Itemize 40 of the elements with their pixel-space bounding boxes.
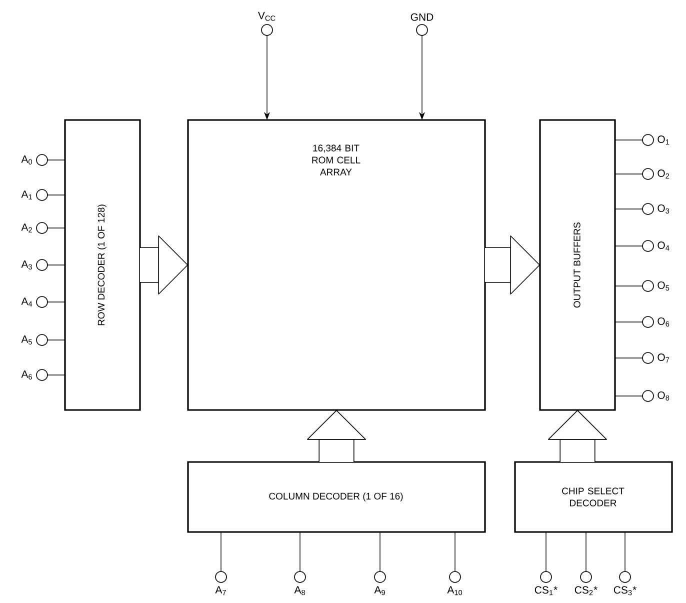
pin-label: A$_{0}$ bbox=[21, 156, 32, 164]
pin-label: A$_{3}$ bbox=[21, 260, 32, 270]
pin-label: A$_{8}$ bbox=[294, 586, 305, 596]
hollow-arrow bbox=[485, 236, 540, 295]
pin-label: O$_{1}$ bbox=[658, 136, 670, 144]
hollow-arrow bbox=[548, 410, 607, 462]
pin-label: O$_{8}$ bbox=[658, 392, 670, 401]
pin-label: O$_{3}$ bbox=[658, 204, 670, 214]
pin-label: V$_{CC}$ bbox=[258, 12, 276, 21]
pin-label: GND bbox=[410, 13, 434, 21]
hollow-arrow bbox=[140, 236, 188, 295]
pin-line bbox=[220, 532, 222, 572]
pin-label: O$_{6}$ bbox=[658, 318, 670, 327]
pin-label: O$_{2}$ bbox=[658, 170, 670, 178]
pin-label: A$_{5}$ bbox=[21, 336, 32, 344]
pin-label: A$_{7}$ bbox=[215, 586, 226, 596]
pin-line bbox=[454, 532, 456, 572]
block-box: 16,384 BIT ROM CELL ARRAY bbox=[187, 119, 486, 411]
pin-label: CS$_{2}$* bbox=[574, 586, 598, 596]
pin-label: A$_{6}$ bbox=[21, 370, 32, 380]
block-box: COLUMN DECODER (1 OF 16) bbox=[187, 461, 486, 533]
block-box: OUTPUT BUFFERS bbox=[539, 119, 616, 411]
pin-label: A$_{2}$ bbox=[21, 224, 32, 232]
pin-label: A$_{1}$ bbox=[21, 190, 32, 200]
pin-label: A$_{9}$ bbox=[374, 586, 385, 596]
hollow-arrow bbox=[307, 410, 366, 462]
pin-label: A$_{4}$ bbox=[21, 298, 32, 306]
pin-label: CS$_{1}$* bbox=[534, 586, 558, 596]
pin-line bbox=[624, 532, 626, 572]
block-box: ROW DECODER (1 OF 128) bbox=[64, 119, 141, 411]
pin-label: O$_{7}$ bbox=[658, 354, 670, 362]
pin-line bbox=[47, 194, 66, 196]
pin-label: O$_{4}$ bbox=[658, 242, 670, 250]
pin-label: O$_{5}$ bbox=[658, 282, 670, 291]
pin-line bbox=[47, 264, 66, 266]
pin-label: CS$_{3}$* bbox=[614, 586, 636, 596]
pin-line bbox=[47, 374, 66, 376]
pin-label: A$_{10}$ bbox=[447, 586, 462, 596]
block-box: CHIP SELECT DECODER bbox=[514, 461, 673, 533]
pin-line bbox=[614, 208, 643, 210]
